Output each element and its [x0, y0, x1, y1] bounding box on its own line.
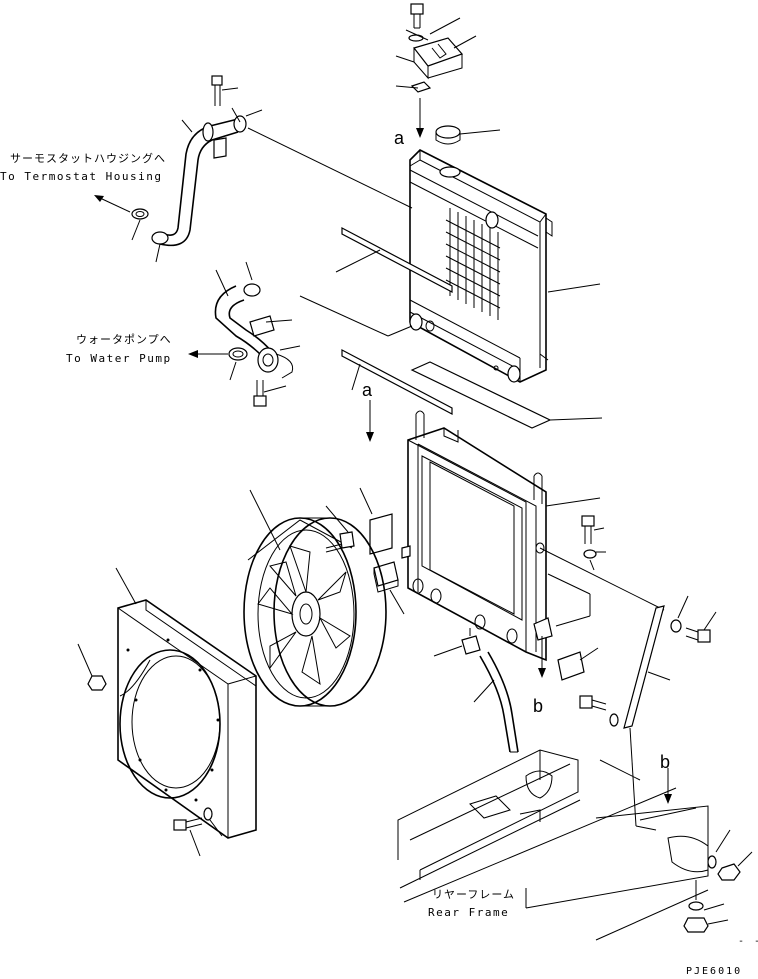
water-pump-clamp-icon	[228, 347, 248, 361]
seal-strip-lower	[341, 349, 453, 415]
lower-hose-clamp-icon	[243, 283, 261, 297]
drawing-code: PJE6010	[686, 966, 742, 977]
stay-lower-washer-icon	[609, 713, 619, 727]
cushion-block-2-icon	[557, 647, 599, 681]
frame-lower-washer-icon	[688, 880, 704, 911]
cushion-block-icon	[373, 561, 405, 615]
bracket-bolt-icon	[410, 3, 424, 29]
upper-inlet-icon	[485, 211, 499, 229]
hose-clamp-icon	[233, 115, 247, 133]
frame-lower-nut-icon	[683, 903, 729, 933]
label-thermostat-jp: サーモスタットハウジングへ	[10, 151, 166, 165]
lower-outlet-icon	[409, 313, 423, 331]
lower-hose-assembly	[188, 261, 413, 407]
view-label-a-lower: a	[362, 380, 373, 400]
fan-hub-icon	[291, 591, 321, 637]
label-water-pump-en: To Water Pump	[66, 352, 172, 365]
bracket-washer-icon	[408, 34, 424, 42]
frame-nut-icon	[717, 851, 753, 881]
view-label-b-lower: b	[533, 696, 543, 716]
drain-cock-icon	[433, 628, 481, 657]
shroud-washer-icon	[203, 807, 223, 837]
thermostat-hose-clamp-icon	[131, 208, 149, 220]
cooler-frame	[401, 410, 553, 662]
shroud-bolt-icon	[173, 817, 203, 857]
cooling-fan-icon	[243, 517, 387, 707]
label-thermostat-en: To Termostat Housing	[0, 170, 162, 183]
drain-hose-icon	[473, 651, 519, 753]
label-water-pump-jp: ウォータポンプへ	[76, 333, 172, 346]
label-rear-frame-en: Rear Frame	[428, 906, 509, 919]
frame-washer-icon	[707, 829, 731, 869]
shroud-bolt-holes	[126, 638, 220, 802]
radiator-core	[409, 149, 553, 383]
top-bracket-assembly	[395, 3, 477, 138]
view-label-b-upper: b	[660, 752, 670, 772]
radiator-cap-icon	[435, 125, 501, 145]
cooler-mount-washer-icon	[583, 549, 606, 571]
stay-washer-icon	[670, 595, 689, 633]
stay-lower-bolt-icon	[579, 695, 607, 711]
shroud-nut-icon	[77, 643, 107, 691]
rubber-pad-icon	[359, 487, 393, 555]
corner-mark: - -	[738, 936, 758, 947]
fan-blades	[257, 545, 351, 686]
cooler-mount-bolt-icon	[581, 515, 605, 544]
fan-shroud-icon	[117, 599, 257, 839]
hose-clamp-bolt-icon	[211, 75, 223, 106]
fan-bolt-icon	[325, 505, 355, 553]
view-label-a-top: a	[394, 128, 405, 148]
seal-strip-upper	[335, 227, 453, 293]
bracket-pad-icon	[410, 81, 432, 93]
stay-bolt-icon	[685, 611, 717, 643]
upper-hose-assembly	[94, 75, 413, 263]
filler-neck-icon	[439, 166, 461, 178]
lower-hose-bolt-icon	[253, 380, 267, 407]
label-rear-frame-jp: リヤーフレーム	[432, 888, 515, 901]
mount-bracket-icon	[412, 37, 464, 80]
stay-rod-icon	[623, 605, 671, 831]
rear-frame-icon	[397, 749, 709, 941]
radiator-core-fins	[445, 208, 501, 320]
seal-pad-icon	[410, 361, 603, 429]
